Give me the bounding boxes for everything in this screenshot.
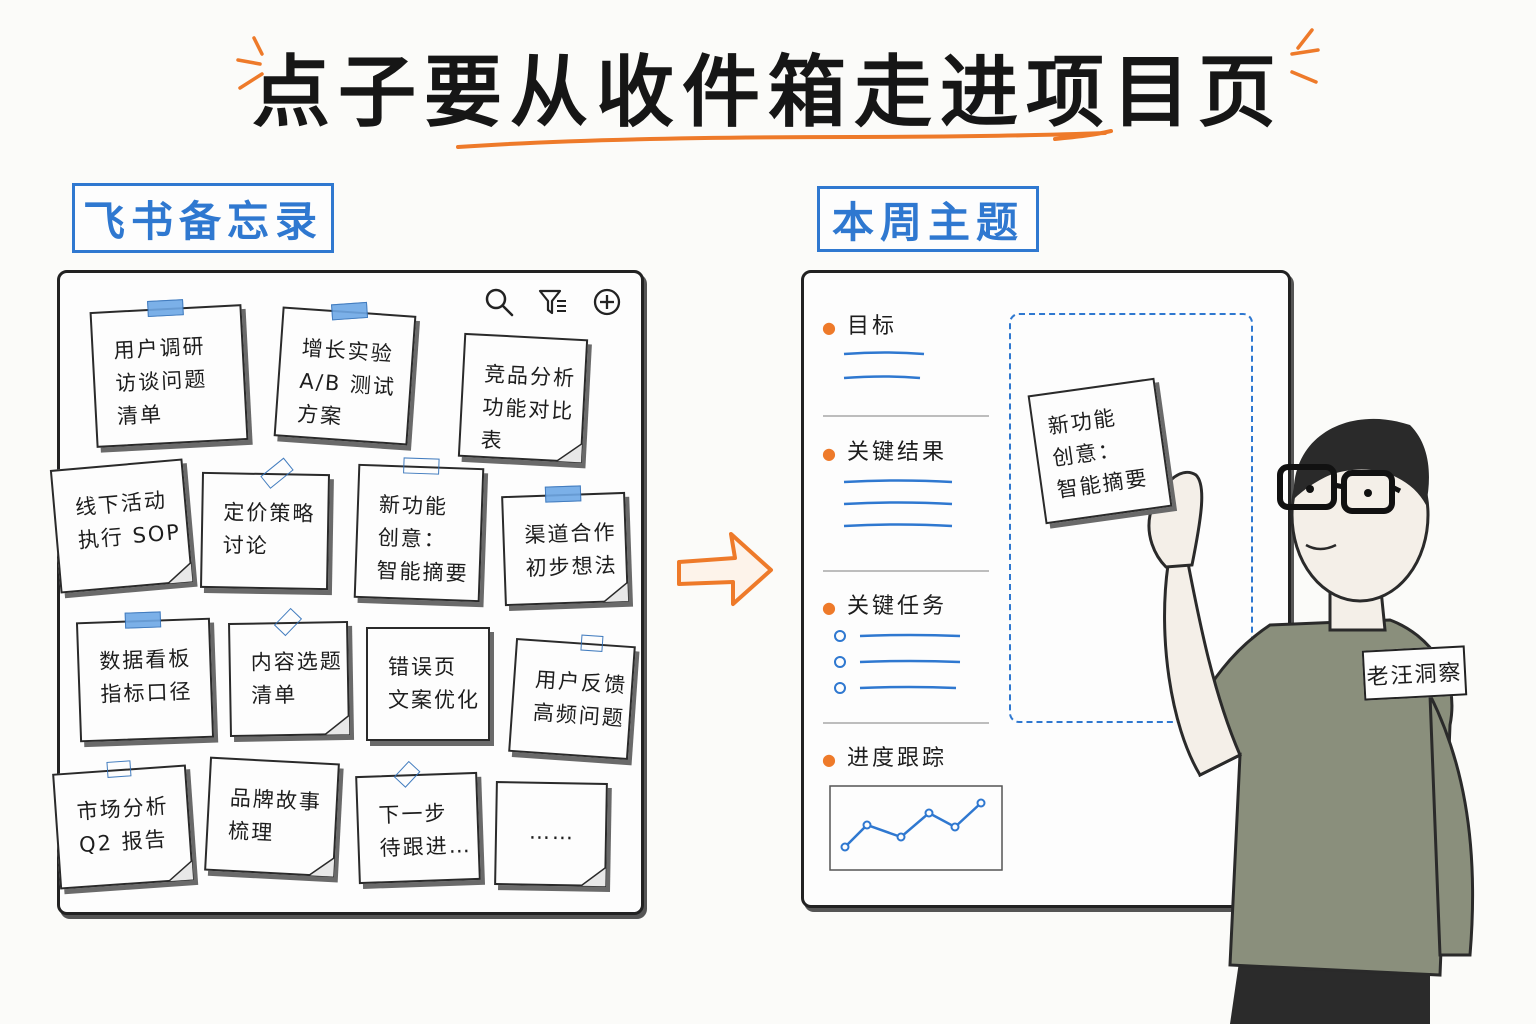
- section-key-tasks-title: ● 关键任务: [822, 588, 947, 620]
- note-text: 内容选题: [250, 649, 343, 675]
- page-curl-icon: [602, 581, 629, 603]
- sticky-note[interactable]: 市场分析 Q2 报告: [52, 760, 194, 890]
- sticky-note[interactable]: 定价策略 讨论: [199, 457, 331, 591]
- note-text: 待跟进…: [379, 833, 473, 861]
- note-text: 数据看板: [98, 646, 192, 674]
- tape-icon: [331, 301, 369, 321]
- note-text: 创意：: [377, 525, 448, 552]
- section-goal-title: ● 目标: [822, 308, 897, 340]
- note-text: 讨论: [222, 533, 269, 559]
- note-text: 用户反馈: [534, 667, 628, 698]
- spark-right-icon: [1290, 28, 1320, 84]
- page-curl-icon: [580, 866, 607, 887]
- tape-icon: [580, 634, 604, 653]
- add-circle-icon[interactable]: [592, 287, 622, 317]
- note-text: 高频问题: [532, 700, 626, 731]
- divider: [823, 415, 989, 417]
- note-text: ……: [528, 819, 576, 845]
- bullet-dot-icon: ●: [822, 750, 839, 769]
- title-underline: [456, 129, 1113, 149]
- bullet-dot-icon: ●: [822, 318, 839, 337]
- note-text: 初步想法: [525, 553, 619, 581]
- page-curl-icon: [323, 714, 350, 736]
- spark-left-icon: [236, 36, 264, 90]
- section-title-text: 关键任务: [846, 594, 947, 619]
- sticky-note[interactable]: 线下活动 执行 SOP: [49, 458, 194, 594]
- tape-icon: [106, 760, 132, 778]
- note-text: 清单: [116, 402, 164, 429]
- sticky-note[interactable]: 内容选题 清单: [228, 607, 350, 738]
- name-badge: 老汪洞察: [1361, 645, 1468, 701]
- tape-icon: [544, 485, 582, 503]
- tape-icon: [403, 457, 440, 475]
- sticky-note[interactable]: 数据看板 指标口径: [75, 611, 215, 743]
- bullet-dot-icon: ●: [822, 444, 839, 463]
- page-curl-icon: [555, 441, 583, 464]
- bullet-dot-icon: ●: [822, 598, 839, 617]
- note-text: 定价策略: [223, 500, 316, 526]
- sticky-note[interactable]: 错误页 文案优化: [366, 627, 490, 741]
- progress-chart-icon: [829, 785, 1003, 871]
- sticky-note[interactable]: ……: [494, 781, 608, 887]
- note-text: 执行 SOP: [77, 519, 182, 553]
- tape-icon: [124, 611, 162, 629]
- note-text: 表: [480, 427, 505, 454]
- note-text: 渠道合作: [524, 520, 617, 548]
- note-text: 品牌故事: [229, 785, 323, 815]
- note-text: 新功能: [378, 492, 449, 519]
- page-curl-icon: [307, 855, 335, 878]
- person-illustration: [1147, 418, 1475, 1024]
- sticky-note[interactable]: 下一步 待跟进…: [355, 760, 481, 885]
- sticky-note[interactable]: 增长实验 A/B 测试 方案: [273, 301, 417, 446]
- sticky-note[interactable]: 用户反馈 高频问题: [508, 634, 636, 761]
- note-text: 清单: [251, 682, 298, 708]
- note-text: Q2 报告: [78, 826, 169, 858]
- search-icon[interactable]: [484, 287, 514, 317]
- sticky-note[interactable]: 品牌故事 梳理: [204, 756, 340, 878]
- sticky-note[interactable]: 渠道合作 初步想法: [501, 485, 629, 607]
- note-text: 下一步: [378, 800, 448, 828]
- held-sticky-note[interactable]: 新功能 创意： 智能摘要: [1027, 377, 1173, 525]
- sticky-note[interactable]: 竞品分析 功能对比 表: [457, 332, 589, 464]
- note-text: 智能摘要: [376, 558, 470, 586]
- section-title-text: 进度跟踪: [846, 746, 947, 771]
- weekly-topic-label: 本周主题: [817, 186, 1039, 252]
- placeholder-lines: [843, 351, 925, 380]
- memo-label: 飞书备忘录: [72, 183, 334, 253]
- tape-icon: [147, 299, 184, 318]
- note-text: 功能对比: [481, 394, 575, 424]
- divider: [823, 570, 989, 572]
- arrow-right-icon: [677, 532, 773, 606]
- drop-zone[interactable]: [1009, 313, 1253, 723]
- note-text: 文案优化: [388, 688, 480, 712]
- sticky-note[interactable]: 用户调研 访谈问题 清单: [89, 299, 249, 448]
- section-title-text: 关键结果: [846, 440, 947, 465]
- page-title: 点子要从收件箱走进项目页: [251, 48, 1284, 138]
- divider: [823, 722, 989, 724]
- page-curl-icon: [166, 860, 194, 882]
- note-text: 方案: [296, 401, 344, 429]
- section-title-text: 目标: [846, 314, 897, 339]
- note-text: 竞品分析: [483, 361, 577, 391]
- note-text: 指标口径: [100, 679, 193, 707]
- page-curl-icon: [165, 562, 194, 585]
- task-checklist: [834, 630, 961, 694]
- filter-icon[interactable]: [538, 287, 568, 317]
- note-text: 错误页: [388, 655, 457, 679]
- section-progress-title: ● 进度跟踪: [822, 740, 947, 772]
- note-text: 梳理: [227, 818, 275, 846]
- section-key-results-title: ● 关键结果: [822, 434, 947, 466]
- placeholder-lines: [843, 479, 953, 528]
- sticky-note[interactable]: 新功能 创意： 智能摘要: [353, 457, 485, 603]
